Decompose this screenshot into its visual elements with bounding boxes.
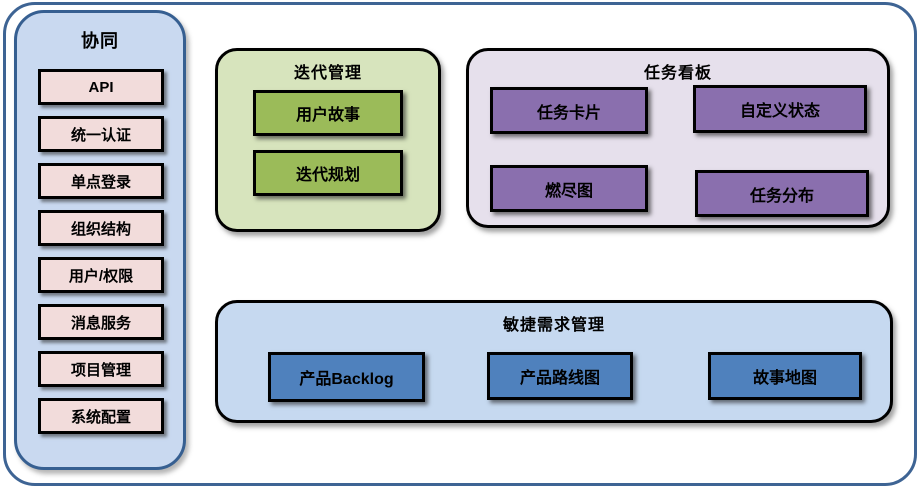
panel-agile-title: 敏捷需求管理 (502, 317, 605, 334)
panel-task-board: 任务看板 任务卡片 自定义状态 燃尽图 任务分布 (466, 48, 890, 228)
sidebar-item-system-config: 系统配置 (38, 398, 164, 434)
sidebar-items: API 统一认证 单点登录 组织结构 用户/权限 消息服务 项目管理 系统配置 (38, 69, 164, 434)
sidebar-item-message-service: 消息服务 (38, 304, 164, 340)
sidebar-item-project-management: 项目管理 (38, 351, 164, 387)
node-product-roadmap: 产品路线图 (487, 352, 633, 400)
sidebar-title: 协同 (81, 31, 119, 51)
sidebar-item-unified-auth: 统一认证 (38, 116, 164, 152)
node-iteration-planning: 迭代规划 (253, 150, 403, 196)
node-user-story: 用户故事 (253, 90, 403, 136)
sidebar-item-api: API (38, 69, 164, 105)
panel-agile-requirements: 敏捷需求管理 产品Backlog 产品路线图 故事地图 (215, 300, 893, 423)
sidebar-item-users-permissions: 用户/权限 (38, 257, 164, 293)
sidebar-collaboration: 协同 API 统一认证 单点登录 组织结构 用户/权限 消息服务 项目管理 系统… (14, 10, 186, 470)
sidebar-item-sso: 单点登录 (38, 163, 164, 199)
panel-iteration-management: 迭代管理 用户故事 迭代规划 (215, 48, 441, 232)
node-task-card: 任务卡片 (490, 87, 648, 134)
node-product-backlog: 产品Backlog (268, 352, 425, 402)
sidebar-item-org-structure: 组织结构 (38, 210, 164, 246)
node-story-map: 故事地图 (708, 352, 862, 400)
panel-taskboard-title: 任务看板 (643, 65, 712, 82)
node-task-distribution: 任务分布 (695, 170, 869, 217)
node-custom-status: 自定义状态 (693, 85, 867, 133)
node-burndown-chart: 燃尽图 (490, 165, 648, 212)
panel-iteration-title: 迭代管理 (293, 65, 362, 82)
